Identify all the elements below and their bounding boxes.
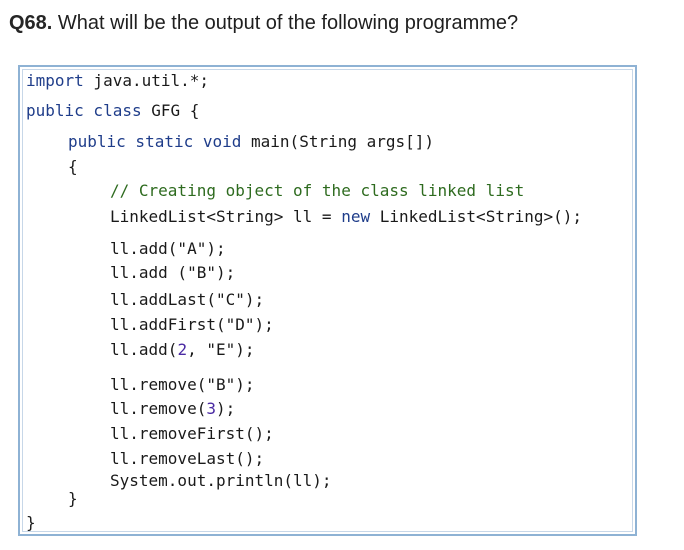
question-heading: Q68. What will be the output of the foll… bbox=[9, 11, 518, 35]
code-line-remove-index: ll.remove(3); bbox=[110, 399, 236, 418]
code-block: import java.util.*; public class GFG { p… bbox=[18, 65, 637, 536]
code-line-open-brace: { bbox=[68, 157, 78, 176]
question-text: What will be the output of the following… bbox=[52, 12, 519, 34]
code-block-inner-border bbox=[22, 69, 633, 532]
code-line-removefirst: ll.removeFirst(); bbox=[110, 424, 274, 443]
question-number: Q68. bbox=[9, 12, 53, 34]
code-line-import: import java.util.*; bbox=[26, 71, 210, 90]
code-line-println: System.out.println(ll); bbox=[110, 471, 332, 490]
code-line-addlast-c: ll.addLast("C"); bbox=[110, 290, 265, 309]
code-line-close-class: } bbox=[26, 513, 36, 532]
code-line-removelast: ll.removeLast(); bbox=[110, 449, 265, 468]
code-line-add-index-e: ll.add(2, "E"); bbox=[110, 340, 255, 359]
code-line-add-a: ll.add("A"); bbox=[110, 239, 226, 258]
code-line-close-main: } bbox=[68, 489, 78, 508]
code-line-remove-b: ll.remove("B"); bbox=[110, 375, 255, 394]
code-line-comment: // Creating object of the class linked l… bbox=[110, 181, 525, 200]
code-line-add-b: ll.add ("B"); bbox=[110, 263, 236, 282]
code-line-addfirst-d: ll.addFirst("D"); bbox=[110, 315, 274, 334]
code-line-main-decl: public static void main(String args[]) bbox=[68, 132, 435, 151]
code-line-linkedlist-decl: LinkedList<String> ll = new LinkedList<S… bbox=[110, 207, 583, 226]
code-line-class-decl: public class GFG { bbox=[26, 101, 200, 120]
